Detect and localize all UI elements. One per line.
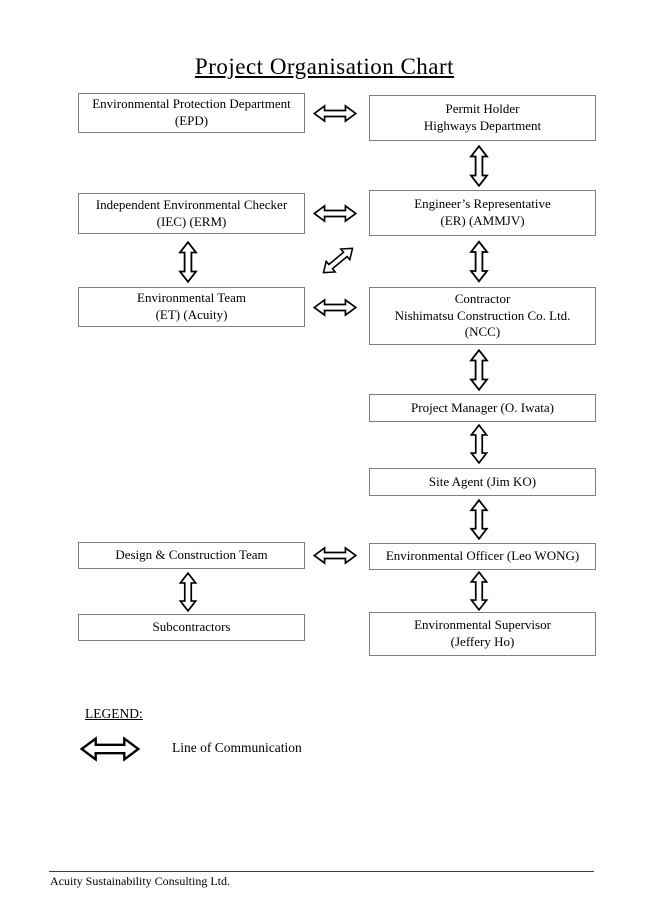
communication-arrow-iec-er-icon xyxy=(313,204,357,223)
legend-label: Line of Communication xyxy=(172,740,302,755)
box-contractor: Contractor Nishimatsu Construction Co. L… xyxy=(369,287,596,345)
box-iec-line2: (IEC) (ERM) xyxy=(156,213,227,229)
box-subcontractors-line1: Subcontractors xyxy=(152,619,231,635)
page-title: Project Organisation Chart xyxy=(194,54,455,79)
box-environmental-supervisor: Environmental Supervisor (Jeffery Ho) xyxy=(369,612,596,656)
communication-arrow-iec-et-icon xyxy=(178,240,198,284)
communication-arrow-et-contractor-icon xyxy=(313,298,357,317)
box-permit-holder: Permit Holder Highways Department xyxy=(369,95,596,141)
box-et-line2: (ET) (Acuity) xyxy=(155,307,228,322)
box-epd: Environmental Protection Department (EPD… xyxy=(78,93,305,133)
box-project-manager: Project Manager (O. Iwata) xyxy=(369,394,596,422)
box-epd-line1: Environmental Protection Department xyxy=(92,96,291,112)
box-contractor-line3: (NCC) xyxy=(464,324,501,340)
box-contractor-line2: Nishimatsu Construction Co. Ltd. xyxy=(394,307,571,323)
legend-heading: LEGEND: xyxy=(85,706,143,721)
footer-company-name: Acuity Sustainability Consulting Ltd. xyxy=(50,874,230,888)
footer-divider xyxy=(49,871,594,872)
box-epd-line2: (EPD) xyxy=(174,113,209,128)
box-permit-holder-line1: Permit Holder xyxy=(445,101,520,117)
box-iec-line1: Independent Environmental Checker xyxy=(95,196,288,212)
communication-arrow-eo-es-icon xyxy=(469,571,489,611)
box-er-line1: Engineer’s Representative xyxy=(414,196,551,212)
box-et-line1: Environmental Team xyxy=(137,290,246,306)
communication-arrow-permit-er-icon xyxy=(469,145,489,187)
communication-arrow-dc-eo-icon xyxy=(313,546,357,565)
box-project-manager-line1: Project Manager (O. Iwata) xyxy=(411,399,554,415)
box-site-agent-line1: Site Agent (Jim KO) xyxy=(428,473,537,489)
communication-arrow-pm-site-agent-icon xyxy=(469,424,489,464)
legend-double-arrow-icon xyxy=(78,736,142,762)
box-er-line2: (ER) (AMMJV) xyxy=(440,213,525,228)
box-environmental-supervisor-line1: Environmental Supervisor xyxy=(414,617,551,633)
box-contractor-line1: Contractor xyxy=(454,291,511,307)
box-environmental-officer: Environmental Officer (Leo WONG) xyxy=(369,543,596,570)
box-design-construction-team: Design & Construction Team xyxy=(78,542,305,569)
box-design-construction-team-line1: Design & Construction Team xyxy=(115,547,268,563)
box-er: Engineer’s Representative (ER) (AMMJV) xyxy=(369,190,596,236)
box-environmental-supervisor-line2: (Jeffery Ho) xyxy=(450,634,515,649)
box-environmental-officer-line1: Environmental Officer (Leo WONG) xyxy=(385,548,580,564)
communication-arrow-epd-permit-icon xyxy=(313,104,357,123)
box-site-agent: Site Agent (Jim KO) xyxy=(369,468,596,496)
box-subcontractors: Subcontractors xyxy=(78,614,305,641)
communication-arrow-contractor-pm-icon xyxy=(469,349,489,391)
communication-arrow-site-agent-eo-icon xyxy=(469,499,489,540)
box-iec: Independent Environmental Checker (IEC) … xyxy=(78,193,305,234)
communication-arrow-er-contractor-icon xyxy=(469,240,489,283)
box-et: Environmental Team (ET) (Acuity) xyxy=(78,287,305,327)
box-permit-holder-line2: Highways Department xyxy=(423,118,542,133)
communication-arrow-et-er-diagonal-icon xyxy=(317,240,360,280)
communication-arrow-dc-subcontractors-icon xyxy=(178,572,198,612)
